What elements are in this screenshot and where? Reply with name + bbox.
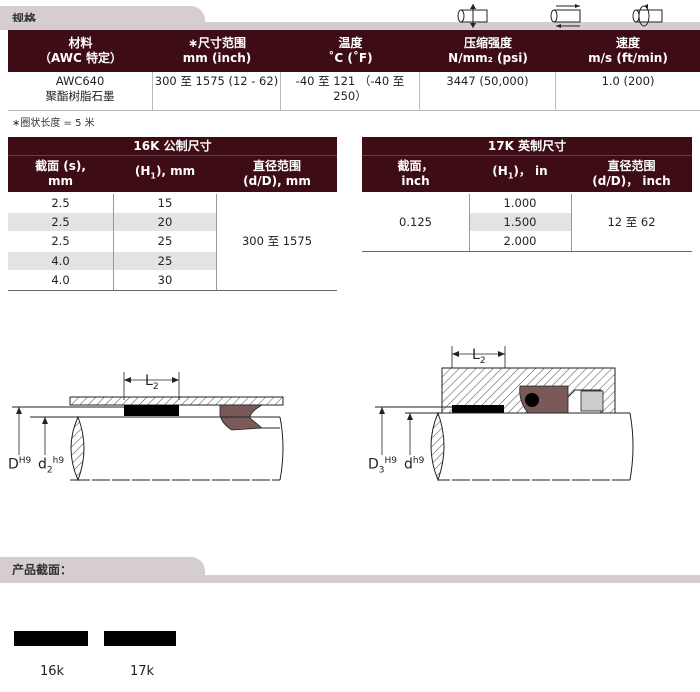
table-17k-header-section: 截面，inch xyxy=(397,159,434,188)
table-17k-bottom xyxy=(362,251,692,252)
rotary-motion-icon xyxy=(632,4,663,27)
left-d-bore-label: DH9 xyxy=(8,456,32,473)
table-17k-section: 0.125 xyxy=(399,215,432,229)
table-16k-row5-h1: 30 xyxy=(157,273,173,287)
spec-cell-compressive-strength: 3447 (50,000) xyxy=(420,72,556,110)
spec-section-line xyxy=(0,22,700,30)
profile-section-title: 产品截面： xyxy=(12,563,73,577)
spec-header-material: 材料（AWC 特定） xyxy=(39,36,122,65)
table-16k-divider xyxy=(216,194,217,291)
table-16k-row2-s: 2.5 xyxy=(51,215,70,229)
table-17k-band xyxy=(469,213,571,231)
table-17k-h1-1: 1.000 xyxy=(503,196,537,210)
left-d-shaft-label: d2h9 xyxy=(38,456,65,476)
right-l2-label: L2 xyxy=(472,347,486,366)
table-17k-title: 17K 英制尺寸 xyxy=(362,137,692,155)
table-16k-header: 截面 (s),mm (H1), mm 直径范围(d/D), mm xyxy=(8,155,337,192)
table-16k-header-range: 直径范围(d/D), mm xyxy=(243,159,311,188)
table-17k-h1-2: 1.500 xyxy=(503,215,537,229)
table-17k-h1-3: 2.000 xyxy=(503,234,537,248)
right-d-shaft-label: dh9 xyxy=(404,456,425,473)
spec-note: ∗圈状长度 = 5 米 xyxy=(12,118,95,129)
left-l2-label: L2 xyxy=(145,373,159,392)
table-16k-header-h1: (H1), mm xyxy=(134,164,196,181)
table-17k-header-h1: (H1)， in xyxy=(492,164,548,181)
table-16k-row4-s: 4.0 xyxy=(51,254,70,268)
table-16k-row5-s: 4.0 xyxy=(51,273,70,287)
spec-cell-temperature: -40 至 121 （-40 至 250） xyxy=(281,72,420,110)
table-16k-row1-s: 2.5 xyxy=(51,196,70,210)
profile-17k-label: 17k xyxy=(130,664,155,679)
spec-cell-speed: 1.0 (200) xyxy=(601,74,655,88)
table-17k-divider xyxy=(571,194,572,251)
table-16k-range: 300 至 1575 xyxy=(241,234,313,248)
profile-16k-label: 16k xyxy=(40,664,65,679)
table-16k-band xyxy=(8,252,217,270)
table-17k-range: 12 至 62 xyxy=(607,215,656,229)
table-17k-header: 截面，inch (H1)， in 直径范围(d/D)， inch xyxy=(362,155,692,192)
table-16k-row1-h1: 15 xyxy=(157,196,173,210)
table-17k-header-range: 直径范围(d/D)， inch xyxy=(592,159,671,188)
right-d-bore-label: D3H9 xyxy=(368,456,398,476)
profile-17k-bar xyxy=(104,631,176,646)
profile-16k-bar xyxy=(14,631,88,646)
linear-motion-icon xyxy=(550,4,581,28)
table-17k-divider xyxy=(469,194,470,251)
table-16k-title: 16K 公制尺寸 xyxy=(8,137,337,155)
table-16k-divider xyxy=(113,194,114,291)
table-16k-header-section: 截面 (s),mm xyxy=(35,159,86,188)
reciprocating-motion-icon xyxy=(457,4,488,28)
table-16k-band xyxy=(8,213,217,231)
table-16k-row4-h1: 25 xyxy=(157,254,173,268)
installation-diagram-16k xyxy=(12,372,284,482)
table-16k-row2-h1: 20 xyxy=(157,215,173,229)
spec-cell-size: 300 至 1575 (12 - 62) xyxy=(153,72,281,110)
table-16k-bottom xyxy=(8,290,337,291)
profile-section-line xyxy=(0,575,700,583)
table-16k-row3-s: 2.5 xyxy=(51,234,70,248)
spec-header-temperature: 温度˚C (˚F) xyxy=(328,36,373,65)
installation-diagram-17k xyxy=(375,346,634,482)
table-16k-row3-h1: 25 xyxy=(157,234,173,248)
